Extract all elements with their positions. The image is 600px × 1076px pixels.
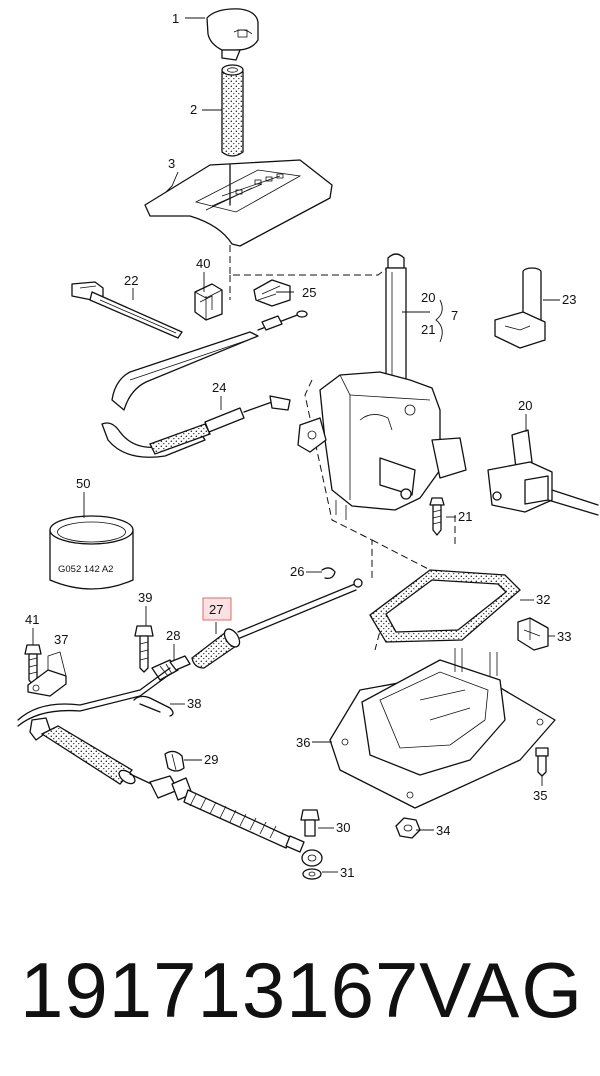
callout-39: 39 xyxy=(138,590,152,605)
callout-25: 25 xyxy=(302,285,316,300)
part-35-screw xyxy=(535,747,549,777)
callout-20a: 20 xyxy=(421,290,435,305)
part-22-cable-tie xyxy=(71,281,183,339)
main-cable xyxy=(17,667,305,853)
part-26-clip xyxy=(321,567,336,580)
part-34-nut xyxy=(395,817,421,839)
callout-26: 26 xyxy=(290,564,304,579)
callout-29: 29 xyxy=(204,752,218,767)
highlight-box-27 xyxy=(202,597,232,621)
callout-21a: 21 xyxy=(421,322,435,337)
callout-3: 3 xyxy=(168,156,175,171)
callout-37: 37 xyxy=(54,632,68,647)
part-3-cover-plate xyxy=(144,159,333,247)
part-31-washer xyxy=(301,849,323,880)
part-28-fitting xyxy=(151,655,191,681)
part-20-switch xyxy=(487,429,599,516)
part-1-shift-knob xyxy=(206,8,259,61)
callout-24: 24 xyxy=(212,380,226,395)
callout-2: 2 xyxy=(190,102,197,117)
leader-lines xyxy=(32,17,560,873)
callout-41: 41 xyxy=(25,612,39,627)
part-23-bracket xyxy=(494,267,546,349)
part-37-bracket xyxy=(27,651,67,697)
part-50-ring: G052 142 A2 xyxy=(49,515,134,590)
callout-34: 34 xyxy=(436,823,450,838)
part-27-cable-boot xyxy=(191,578,363,669)
part-32-gasket xyxy=(369,569,521,643)
part-number: 191713167 xyxy=(20,946,420,1034)
part-21-bolt xyxy=(429,497,445,536)
part-41-screw xyxy=(24,644,42,686)
callout-28: 28 xyxy=(166,628,180,643)
callout-35: 35 xyxy=(533,788,547,803)
part-38-spring-clip xyxy=(133,695,174,717)
callout-1: 1 xyxy=(172,11,179,26)
callout-38: 38 xyxy=(187,696,201,711)
callout-32: 32 xyxy=(536,592,550,607)
part-25-clip xyxy=(253,279,291,307)
callout-36: 36 xyxy=(296,735,310,750)
callout-7: 7 xyxy=(451,308,458,323)
callout-labels: 1 2 3 40 22 25 20 21 7 23 24 20 50 21 26… xyxy=(25,11,576,880)
callout-50: 50 xyxy=(76,476,90,491)
callout-22: 22 xyxy=(124,273,138,288)
callout-30: 30 xyxy=(336,820,350,835)
brand-name: VAG xyxy=(419,946,584,1034)
callout-23: 23 xyxy=(562,292,576,307)
ring-marking: G052 142 A2 xyxy=(58,564,113,575)
exploded-parts-diagram: G052 142 A2 xyxy=(17,8,599,880)
part-40-clip xyxy=(194,283,223,321)
callout-20b: 20 xyxy=(518,398,532,413)
callout-31: 31 xyxy=(340,865,354,880)
callout-21b: 21 xyxy=(458,509,472,524)
part-2-grip-sleeve xyxy=(221,64,244,157)
part-36-base-housing xyxy=(329,648,556,809)
part-30-bolt xyxy=(300,809,320,837)
callout-33: 33 xyxy=(557,629,571,644)
part-39-bolt xyxy=(134,625,154,673)
callout-27: 27 xyxy=(209,602,223,617)
part-33-clip xyxy=(517,617,549,651)
footer: 191713167 VAG xyxy=(0,935,600,1045)
part-29-clamp xyxy=(164,750,185,772)
part-24-selector-cable xyxy=(101,310,308,458)
callout-40: 40 xyxy=(196,256,210,271)
part-7-selector-lever-assembly xyxy=(297,253,467,520)
